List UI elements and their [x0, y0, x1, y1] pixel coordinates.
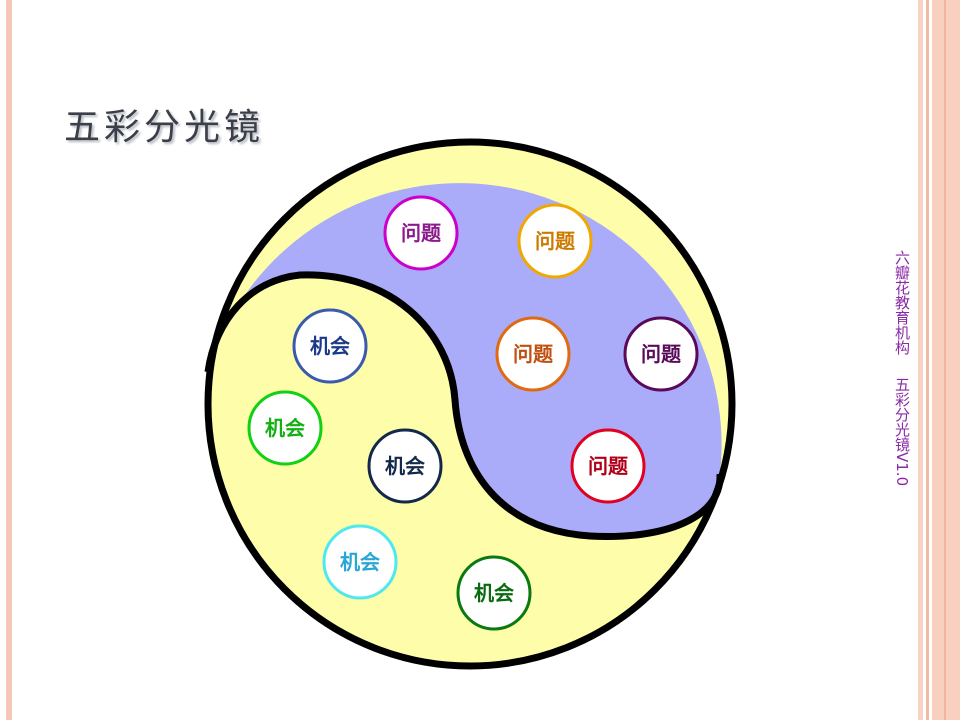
opportunity-circle [322, 524, 398, 600]
opportunity-bubble: 机会 [292, 308, 368, 384]
opportunity-bubble: 机会 [367, 428, 443, 504]
opportunity-bubble: 机会 [322, 524, 398, 600]
problem-label: 问题 [588, 454, 629, 478]
organization-name: 六瓣花教育机构 [893, 250, 911, 355]
opportunity-label: 机会 [310, 334, 350, 358]
problem-label: 问题 [535, 229, 576, 253]
vertical-footer: 六瓣花教育机构五彩分光镜V1.0 [892, 250, 913, 486]
problem-circle [623, 316, 699, 392]
problem-label: 问题 [513, 342, 554, 366]
right-accent-band [918, 0, 923, 720]
opportunity-bubble: 机会 [456, 555, 532, 631]
page-title: 五彩分光镜 [64, 107, 265, 148]
divider-curve [204, 271, 724, 540]
problem-circle [517, 203, 593, 279]
opportunity-label: 机会 [474, 581, 514, 605]
problem-bubble: 问题 [495, 316, 571, 392]
opportunity-bubble: 机会 [247, 390, 323, 466]
right-accent-band [926, 0, 929, 720]
opportunity-circle [367, 428, 443, 504]
problem-circle [570, 428, 646, 504]
right-accent-band [944, 0, 946, 720]
left-accent-border [6, 0, 12, 720]
product-version: 五彩分光镜V1.0 [893, 377, 911, 487]
problem-label: 问题 [401, 221, 442, 245]
problem-circle [383, 195, 459, 271]
problem-bubble: 问题 [570, 428, 646, 504]
opportunity-label: 机会 [265, 416, 305, 440]
opportunity-label: 机会 [340, 550, 380, 574]
opportunity-circle [456, 555, 532, 631]
problem-bubble: 问题 [383, 195, 459, 271]
right-accent-band [932, 0, 960, 720]
problem-bubble: 问题 [623, 316, 699, 392]
problem-label: 问题 [641, 342, 682, 366]
opportunity-circle [292, 308, 368, 384]
opportunity-circle [247, 390, 323, 466]
problem-bubble: 问题 [517, 203, 593, 279]
outer-circle [204, 138, 736, 670]
opportunity-label: 机会 [385, 454, 425, 478]
problem-circle [495, 316, 571, 392]
